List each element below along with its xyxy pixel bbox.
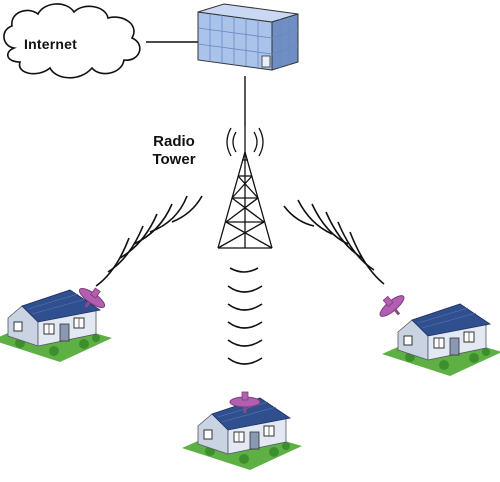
cloud-icon <box>3 3 141 79</box>
internet-label: Internet <box>24 36 77 52</box>
signal-waves-icon <box>283 199 385 285</box>
radio-tower-label-line2: Tower <box>152 151 196 168</box>
house-icon <box>181 397 303 471</box>
radio-tower-label: Radio Tower <box>140 133 208 169</box>
signal-waves-icon <box>95 195 203 287</box>
house-icon <box>381 303 500 377</box>
signal-waves-icon <box>227 267 263 365</box>
radio-tower-icon <box>217 126 273 249</box>
radio-tower-label-line1: Radio <box>153 133 195 150</box>
data-center-icon <box>197 3 299 71</box>
satellite-dish-icon <box>373 288 412 325</box>
